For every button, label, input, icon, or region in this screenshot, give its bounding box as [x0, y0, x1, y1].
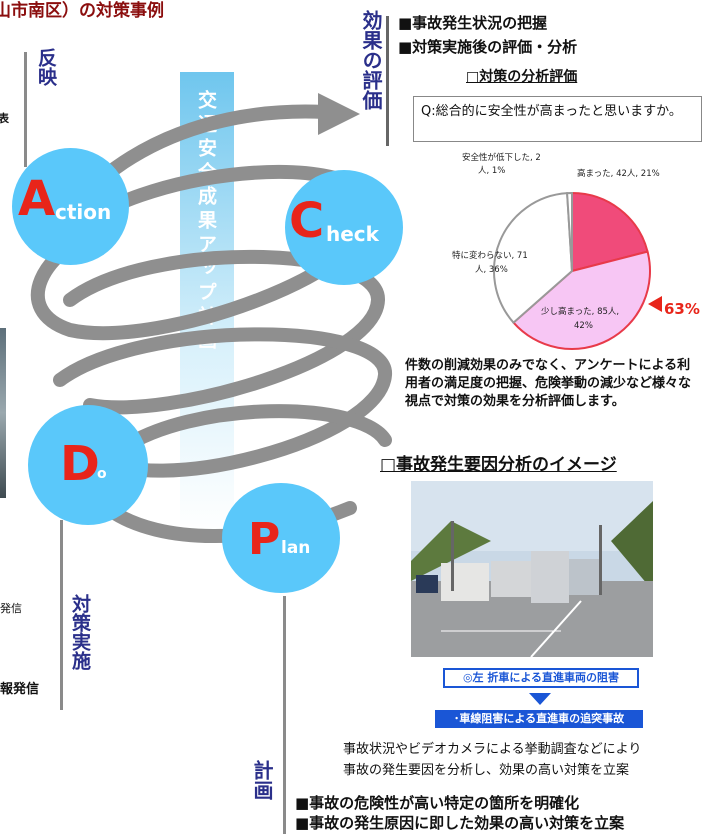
pdca-spiral [31, 93, 392, 543]
pie-chart: 安全性が低下した, 2 人, 1% 高まった, 42人, 21% 特に変わらない… [452, 152, 662, 350]
do-initial: D [60, 436, 100, 492]
center-banner-bg [180, 72, 234, 532]
pie-label-none-2: 人, 36% [475, 265, 508, 275]
highlight-arrow-icon [648, 296, 662, 312]
action-circle [12, 148, 129, 265]
plan-initial: P [248, 514, 281, 565]
pie-label-high: 高まった, 42人, 21% [577, 168, 660, 179]
check-initial: C [289, 193, 325, 249]
pie-slice [566, 191, 573, 272]
plan-bullet-2: ■事故の発生原因に即した効果の高い対策を立案 [295, 814, 625, 832]
plan-circle [222, 483, 340, 593]
down-arrow-icon [529, 693, 551, 705]
check-circle [285, 170, 403, 285]
factor-label-1: ◎左 折車による直進車両の阻害 [443, 668, 639, 688]
divider-line-plan [283, 596, 286, 834]
left-photo-fragment [0, 328, 6, 498]
pie-slice [493, 192, 574, 324]
do-circle [28, 405, 148, 525]
factor-text-1: 事故状況やビデオカメラによる挙動調査などにより [343, 742, 642, 757]
pie-slice [512, 250, 651, 350]
factor-label-2: ･車線阻害による直進車の追突事故 [435, 710, 643, 728]
highlight-percent: 63% [664, 300, 700, 318]
stage-label-check: 効果の評価 [359, 10, 383, 110]
center-banner-text: 交通安全成果アップ計画 [195, 90, 217, 354]
plan-bullet-1: ■事故の危険性が高い特定の箇所を明確化 [295, 794, 580, 812]
pie-label-none-1: 特に変わらない, 71 [452, 250, 528, 261]
page-title: 山市南区）の対策事例 [0, 1, 164, 21]
pie-slices [493, 191, 651, 350]
check-rest: heck [326, 222, 379, 246]
pie-label-low-1: 安全性が低下した, 2 [462, 152, 541, 163]
stage-label-action: 反映 [35, 48, 57, 86]
check-bullet-1: ■事故発生状況の把握 [398, 14, 548, 32]
check-description: 件数の削減効果のみでなく、アンケートによる利用者の満足度の把握、危険挙動の減少な… [405, 358, 692, 409]
do-rest: o [97, 466, 107, 482]
action-initial: A [18, 171, 56, 227]
left-fragment-bottom: 報発信 [0, 682, 40, 697]
check-subheading: □対策の分析評価 [466, 69, 578, 85]
stage-label-plan: 計画 [250, 760, 274, 800]
plan-rest: lan [281, 538, 311, 558]
action-rest: ction [55, 200, 112, 224]
check-bullet-2: ■対策実施後の評価・分析 [398, 38, 578, 56]
pie-label-low-2: 人, 1% [478, 166, 505, 176]
pie-label-some-1: 少し高まった, 85人, [541, 306, 619, 317]
question-box [413, 96, 702, 142]
divider-line-do [60, 520, 63, 710]
divider-line-action [24, 52, 27, 167]
stage-label-do: 対策実施 [69, 594, 91, 670]
factor-heading: □事故発生要因分析のイメージ [380, 455, 617, 475]
intersection-photo [411, 481, 653, 657]
divider-line-check [386, 16, 389, 146]
left-fragment-top: 表 [0, 112, 9, 125]
left-fragment-mid: 発信 [0, 602, 22, 615]
factor-text-2: 事故の発生要因を分析し、効果の高い対策を立案 [343, 763, 630, 778]
pie-slice [571, 191, 649, 273]
pie-label-some-2: 42% [574, 321, 593, 331]
question-text: Q:総合的に安全性が高まったと思いますか。 [421, 104, 682, 119]
